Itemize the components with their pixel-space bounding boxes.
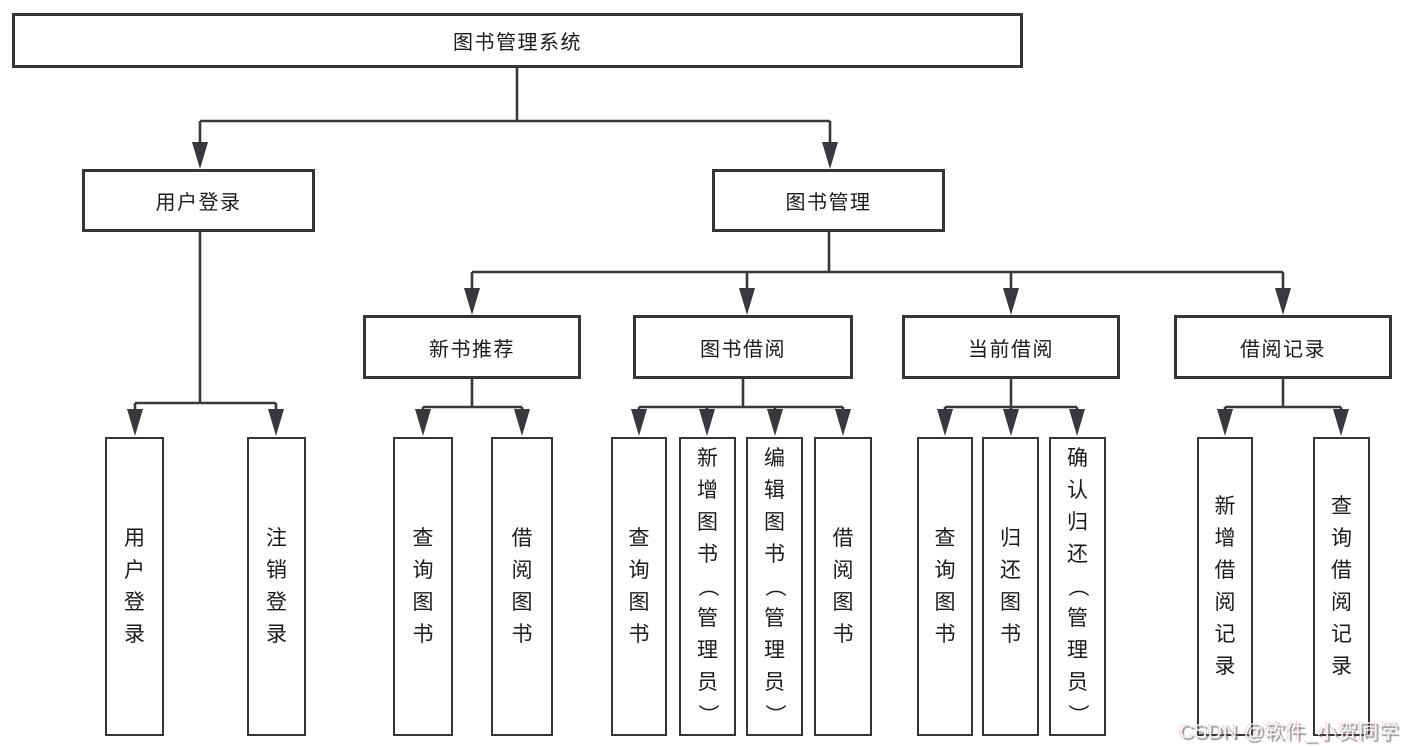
leaf-label: 编辑图书（管理员） bbox=[763, 447, 786, 725]
node-label: 图书管理系统 bbox=[453, 32, 582, 54]
leaf-label: 注销登录 bbox=[266, 527, 287, 646]
node-new-book-recommend: 新书推荐 bbox=[363, 315, 581, 379]
leaf-label: 查询图书 bbox=[412, 527, 434, 646]
node-borrowing-records: 借阅记录 bbox=[1174, 315, 1392, 379]
leaf-query-borrow-record: 查询借阅记录 bbox=[1313, 437, 1370, 736]
leaf-borrow-books-recommend: 借阅图书 bbox=[491, 437, 553, 736]
node-book-borrowing: 图书借阅 bbox=[633, 315, 853, 379]
leaf-query-books-current: 查询图书 bbox=[917, 437, 973, 736]
leaf-query-books-recommend: 查询图书 bbox=[393, 437, 453, 736]
leaf-label: 借阅图书 bbox=[511, 527, 533, 646]
node-user-login: 用户登录 bbox=[82, 169, 315, 232]
leaf-label: 用户登录 bbox=[124, 527, 145, 646]
node-label: 用户登录 bbox=[155, 192, 242, 214]
node-book-management: 图书管理 bbox=[712, 169, 945, 232]
node-current-borrowing: 当前借阅 bbox=[902, 315, 1120, 379]
leaf-label: 查询图书 bbox=[628, 527, 650, 646]
leaf-add-borrow-record: 新增借阅记录 bbox=[1197, 437, 1253, 736]
leaf-label: 新增图书（管理员） bbox=[696, 447, 719, 725]
csdn-watermark: CSDN @软件_小贺同学 bbox=[1178, 721, 1399, 743]
leaf-label: 归还图书 bbox=[1000, 527, 1021, 646]
leaf-borrow-books: 借阅图书 bbox=[814, 437, 872, 736]
node-library-management-system: 图书管理系统 bbox=[12, 13, 1023, 68]
leaf-label: 新增借阅记录 bbox=[1214, 495, 1236, 678]
node-label: 当前借阅 bbox=[968, 338, 1054, 361]
leaf-label: 确认归还（管理员） bbox=[1066, 447, 1089, 725]
node-label: 图书借阅 bbox=[700, 338, 786, 361]
leaf-logout: 注销登录 bbox=[247, 437, 306, 736]
leaf-label: 查询借阅记录 bbox=[1331, 495, 1352, 678]
leaf-confirm-return-admin: 确认归还（管理员） bbox=[1049, 437, 1106, 736]
leaf-label: 借阅图书 bbox=[832, 527, 854, 646]
leaf-add-book-admin: 新增图书（管理员） bbox=[679, 437, 736, 736]
node-label: 图书管理 bbox=[785, 192, 872, 214]
node-label: 新书推荐 bbox=[429, 338, 515, 361]
leaf-edit-book-admin: 编辑图书（管理员） bbox=[746, 437, 803, 736]
leaf-user-login: 用户登录 bbox=[105, 437, 164, 736]
leaf-query-books-borrowing: 查询图书 bbox=[611, 437, 667, 736]
node-label: 借阅记录 bbox=[1240, 338, 1326, 361]
leaf-label: 查询图书 bbox=[934, 527, 956, 646]
leaf-return-books: 归还图书 bbox=[982, 437, 1039, 736]
